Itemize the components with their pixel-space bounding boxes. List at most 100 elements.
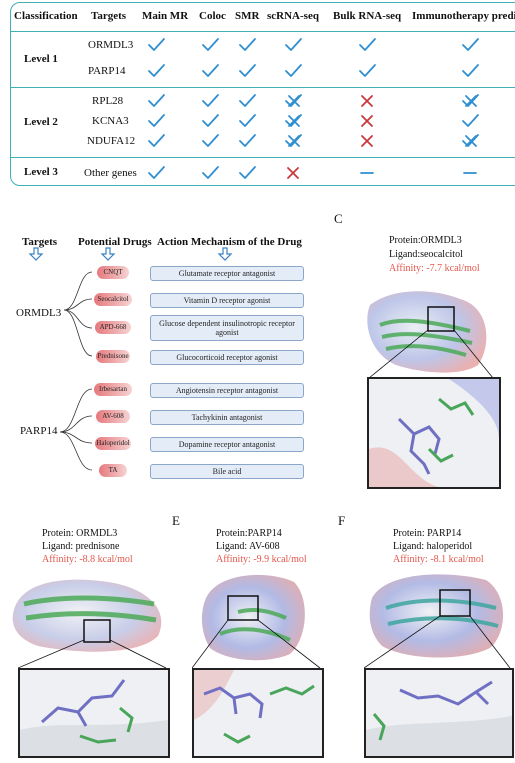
docking-e-affinity: Affinity: -9.9 kcal/mol xyxy=(216,554,307,565)
drug-pill: Seocalcitol xyxy=(94,293,132,306)
check-icon xyxy=(462,64,479,77)
mechanism-box: Tachykinin antagonist xyxy=(150,410,304,425)
zoom-lines-f xyxy=(364,616,511,669)
target-label-ormdl3: ORMDL3 xyxy=(16,307,62,319)
zoom-lines-e xyxy=(192,620,321,669)
table-divider xyxy=(11,31,515,32)
header-immunotherapy: Immunotherapy predi xyxy=(412,10,515,22)
check-icon xyxy=(148,134,165,147)
drug-pill: TA xyxy=(99,464,127,477)
target-parp14: PARP14 xyxy=(88,65,126,77)
drug-pill: Prednisone xyxy=(96,350,130,363)
col-header-mechanism: Action Mechanism of the Drug xyxy=(157,236,302,248)
target-kcna3: KCNA3 xyxy=(92,115,129,127)
level-3-label: Level 3 xyxy=(24,166,58,178)
protein-surface-f xyxy=(369,574,504,658)
table-divider xyxy=(11,87,515,88)
header-scrna-seq: scRNA-seq xyxy=(267,10,319,22)
check-icon xyxy=(148,166,165,179)
check-icon xyxy=(148,64,165,77)
check-icon xyxy=(239,38,256,51)
protein-surface-e xyxy=(201,574,305,661)
target-label-parp14: PARP14 xyxy=(20,425,58,437)
down-arrows xyxy=(28,247,233,261)
drug-pill: APD-668 xyxy=(95,320,131,334)
down-arrow-icon xyxy=(100,247,116,261)
col-header-potential-drugs: Potential Drugs xyxy=(78,236,152,248)
target-other-genes: Other genes xyxy=(84,167,137,179)
check-icon xyxy=(239,134,256,147)
check-icon xyxy=(285,38,302,51)
cross-icon xyxy=(288,95,300,107)
target-ndufa12: NDUFA12 xyxy=(87,135,136,147)
docking-c-protein: Protein:ORMDL3 xyxy=(389,235,462,246)
cross-icon xyxy=(288,115,300,127)
cross-icon xyxy=(361,95,373,107)
docking-d-ligand: Ligand: prednisone xyxy=(42,541,120,552)
check-icon xyxy=(239,94,256,107)
mechanism-box: Bile acid xyxy=(150,464,304,479)
check-icon xyxy=(202,38,219,51)
zoom-lines-c xyxy=(368,330,494,379)
marks-layer xyxy=(0,0,515,190)
mechanism-box: Vitamin D receptor agonist xyxy=(150,293,304,308)
down-arrow-icon xyxy=(28,247,44,261)
check-icon xyxy=(285,64,302,77)
check-icon xyxy=(148,114,165,127)
docking-f-protein: Protein: PARP14 xyxy=(393,528,462,539)
docking-e-protein: Protein:PARP14 xyxy=(216,528,282,539)
check-icon xyxy=(462,114,479,127)
table-divider xyxy=(11,157,515,158)
check-icon xyxy=(462,38,479,51)
col-header-targets: Targets xyxy=(22,236,58,248)
check-icon xyxy=(462,134,479,147)
docking-d-affinity: Affinity: -8.8 kcal/mol xyxy=(42,554,133,565)
mechanism-box: Dopamine receptor antagonist xyxy=(150,437,304,452)
header-coloc: Coloc xyxy=(199,10,226,22)
mechanism-box: Glutamate receptor antagonist xyxy=(150,266,304,281)
level-1-label: Level 1 xyxy=(24,53,58,65)
check-icon xyxy=(239,64,256,77)
drug-pill: CNQT xyxy=(97,266,129,279)
check-icon xyxy=(148,94,165,107)
tree-branches xyxy=(59,271,93,471)
docking-c-ligand: Ligand:seocalcitol xyxy=(389,249,463,260)
header-smr: SMR xyxy=(235,10,260,22)
check-icon xyxy=(202,94,219,107)
ligand-closeup-e xyxy=(192,668,324,758)
check-icon xyxy=(239,114,256,127)
protein-surface-d xyxy=(12,579,162,652)
docking-f-affinity: Affinity: -8.1 kcal/mol xyxy=(393,554,484,565)
mechanism-box: Glucocorticoid receptor agonist xyxy=(150,350,304,365)
check-icon xyxy=(285,114,302,127)
check-icon xyxy=(148,38,165,51)
panel-label-c: C xyxy=(334,211,343,226)
check-icon xyxy=(359,64,376,77)
check-icon xyxy=(202,166,219,179)
level-2-label: Level 2 xyxy=(24,116,58,128)
panel-label-e: E xyxy=(172,513,180,528)
check-icon xyxy=(462,94,479,107)
evidence-table xyxy=(10,2,515,186)
docking-f-ligand: Ligand: haloperidol xyxy=(393,541,473,552)
cross-icon xyxy=(465,95,477,107)
header-classification: Classification xyxy=(14,10,78,22)
check-icon xyxy=(202,114,219,127)
target-ormdl3: ORMDL3 xyxy=(88,39,134,51)
mechanism-box: Angiotensin receptor antagonist xyxy=(150,383,304,398)
check-icon xyxy=(239,166,256,179)
docking-c-affinity: Affinity: -7.7 kcal/mol xyxy=(389,263,480,274)
drug-pill: Haloperidol xyxy=(95,437,131,450)
check-icon xyxy=(202,134,219,147)
marks-svg xyxy=(148,38,479,179)
drug-pill: Irbesartan xyxy=(94,383,132,396)
cross-icon xyxy=(361,135,373,147)
cross-icon xyxy=(288,135,300,147)
docking-d-protein: Protein: ORMDL3 xyxy=(42,528,118,539)
check-icon xyxy=(285,94,302,107)
header-main-mr: Main MR xyxy=(142,10,189,22)
check-icon xyxy=(202,64,219,77)
ligand-closeup-f xyxy=(364,668,514,758)
header-bulk-rna-seq: Bulk RNA-seq xyxy=(333,10,402,22)
header-targets: Targets xyxy=(91,10,127,22)
